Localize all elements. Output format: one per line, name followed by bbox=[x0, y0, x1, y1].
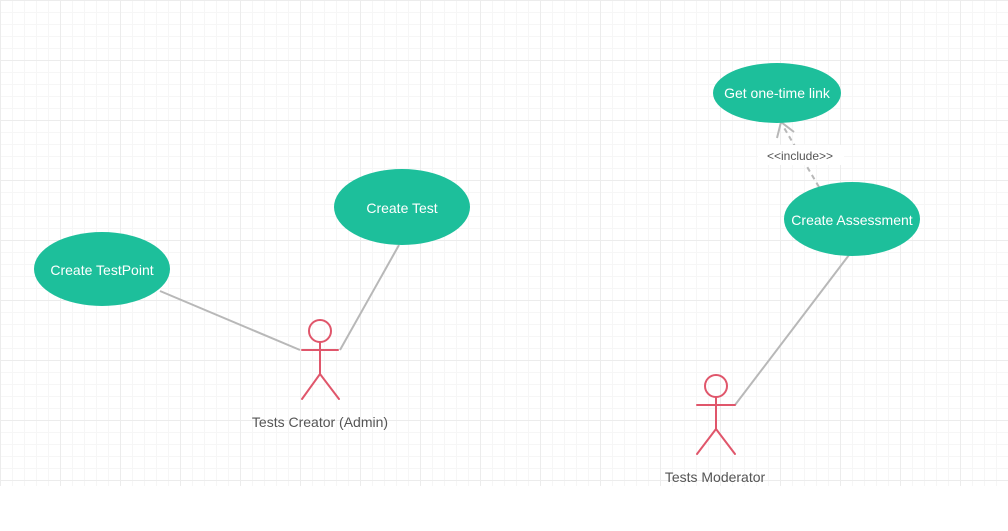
usecase-get-one-time-link[interactable]: Get one-time link bbox=[713, 63, 841, 123]
usecase-create-test[interactable]: Create Test bbox=[334, 169, 470, 245]
association-line-creator-testpoint[interactable] bbox=[159, 290, 301, 351]
usecase-create-test-label: Create Test bbox=[366, 200, 437, 216]
usecase-create-assessment-shape bbox=[784, 182, 920, 256]
actor-tests-moderator-label: Tests Moderator bbox=[665, 469, 766, 485]
actor-tests-moderator[interactable]: Tests Moderator bbox=[665, 374, 766, 485]
association-line-creator-test[interactable] bbox=[339, 244, 400, 351]
usecase-get-one-time-link-label: Get one-time link bbox=[724, 85, 831, 101]
actor-tests-creator-label: Tests Creator (Admin) bbox=[252, 414, 388, 430]
usecase-create-testpoint-label: Create TestPoint bbox=[50, 262, 153, 278]
stick-figure-actor-icon bbox=[301, 319, 340, 400]
actor-tests-creator[interactable]: Tests Creator (Admin) bbox=[252, 319, 388, 430]
usecase-create-test-shape bbox=[334, 169, 470, 245]
include-label: <<include>> bbox=[767, 149, 833, 163]
usecase-create-assessment-label: Create Assessment bbox=[791, 212, 912, 228]
stick-figure-actor-icon bbox=[696, 374, 736, 455]
association-line-moderator-assessment[interactable] bbox=[734, 254, 850, 406]
include-dependency-line[interactable] bbox=[782, 125, 820, 188]
usecase-create-testpoint-shape bbox=[34, 232, 170, 306]
usecase-create-testpoint[interactable]: Create TestPoint bbox=[34, 232, 170, 306]
usecase-create-assessment[interactable]: Create Assessment bbox=[784, 182, 920, 256]
usecase-get-one-time-link-shape bbox=[713, 63, 841, 123]
include-label-background bbox=[758, 145, 844, 165]
